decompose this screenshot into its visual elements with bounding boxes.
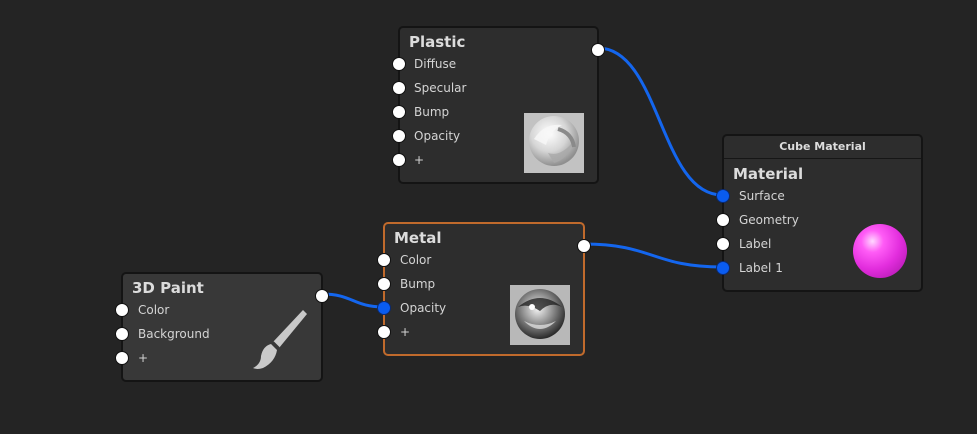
port-bump[interactable] (377, 277, 391, 291)
paint-output-port[interactable] (315, 289, 329, 303)
port-label[interactable] (716, 237, 730, 251)
port-label-color: Color (400, 253, 432, 267)
plastic-node[interactable]: Plastic Diffuse Specular Bump Opacity + (392, 26, 605, 184)
port-add[interactable] (392, 153, 406, 167)
metal-output-port[interactable] (577, 239, 591, 253)
wire-paint-to-opacity[interactable] (320, 292, 386, 309)
port-label-add: + (138, 351, 149, 365)
port-add[interactable] (115, 351, 129, 365)
port-color[interactable] (115, 303, 129, 317)
port-label-color: Color (138, 303, 170, 317)
material-sphere-preview (853, 224, 907, 278)
wire-metal-to-label1[interactable] (582, 242, 724, 269)
plastic-output-port[interactable] (591, 43, 605, 57)
port-add[interactable] (377, 325, 391, 339)
port-label-opacity: Opacity (414, 129, 461, 143)
node-title: Plastic (409, 33, 466, 51)
port-geometry[interactable] (716, 213, 730, 227)
3d-paint-node[interactable]: 3D Paint Color Background + (115, 272, 329, 382)
port-label-add: + (414, 153, 425, 167)
port-label-1[interactable] (716, 261, 730, 275)
port-opacity[interactable] (392, 129, 406, 143)
port-label-geometry: Geometry (739, 213, 799, 227)
port-label-bump: Bump (400, 277, 436, 291)
metal-node[interactable]: Metal Color Bump Opacity + (377, 222, 591, 356)
node-title: Material (733, 165, 804, 183)
node-title: Metal (394, 229, 442, 247)
port-color[interactable] (377, 253, 391, 267)
paintbrush-icon (249, 306, 309, 376)
port-label-diffuse: Diffuse (414, 57, 457, 71)
port-label-label-1: Label 1 (739, 261, 783, 275)
port-bump[interactable] (392, 105, 406, 119)
cube-material-node[interactable]: Cube Material Material Surface Geometry … (716, 134, 923, 292)
port-surface[interactable] (716, 189, 730, 203)
port-diffuse[interactable] (392, 57, 406, 71)
port-label-opacity: Opacity (400, 301, 447, 315)
port-background[interactable] (115, 327, 129, 341)
port-label-add: + (400, 325, 411, 339)
port-opacity[interactable] (377, 301, 391, 315)
port-label-surface: Surface (739, 189, 785, 203)
plastic-sphere-preview (524, 113, 584, 173)
port-label-bump: Bump (414, 105, 450, 119)
port-label-background: Background (138, 327, 210, 341)
wire-plastic-to-surface[interactable] (596, 46, 724, 197)
node-header: Cube Material (724, 136, 921, 159)
port-label-specular: Specular (414, 81, 467, 95)
port-label-label: Label (739, 237, 772, 251)
port-specular[interactable] (392, 81, 406, 95)
node-title: 3D Paint (132, 279, 204, 297)
metal-sphere-preview (510, 285, 570, 345)
